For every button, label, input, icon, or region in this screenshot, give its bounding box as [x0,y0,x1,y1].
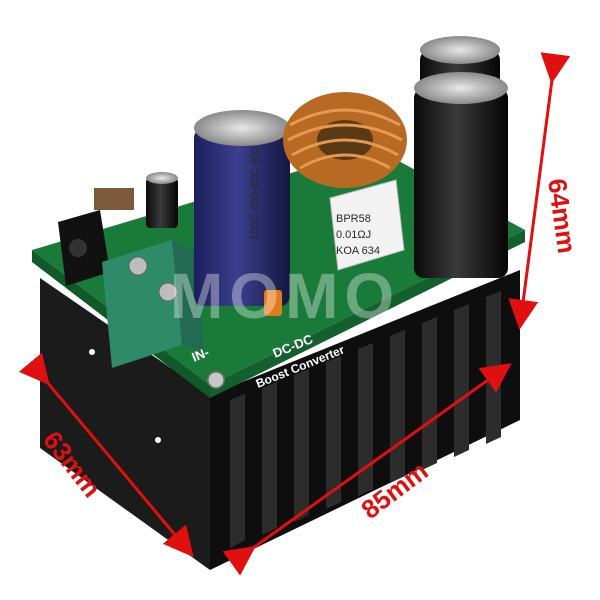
terminal-block [102,240,204,368]
resistor-line-2: 0.01ΩJ [336,229,371,241]
width-arrow [222,363,512,576]
dc-jack [58,210,110,286]
input-capacitor: 105C 400-85C 400 [194,110,290,306]
depth-arrow [18,352,194,558]
ceramic-capacitor [264,290,282,316]
dimension-arrows [18,52,571,576]
watermark: MOMO [170,260,400,332]
resistor-line-3: KOA 634 [336,245,380,257]
output-capacitor-front [414,72,508,278]
switch-header [94,188,134,210]
resistor-line-1: BPR58 [336,213,371,225]
toroid-inductor [283,92,407,188]
sense-resistor: BPR58 0.01ΩJ KOA 634 [329,179,405,271]
height-label: 64mm [542,177,582,256]
height-arrow [508,52,571,330]
capacitor-print: 105C 400-85C 400 [249,147,261,240]
small-capacitor [146,172,178,228]
terminal-label: IN- [190,344,212,364]
